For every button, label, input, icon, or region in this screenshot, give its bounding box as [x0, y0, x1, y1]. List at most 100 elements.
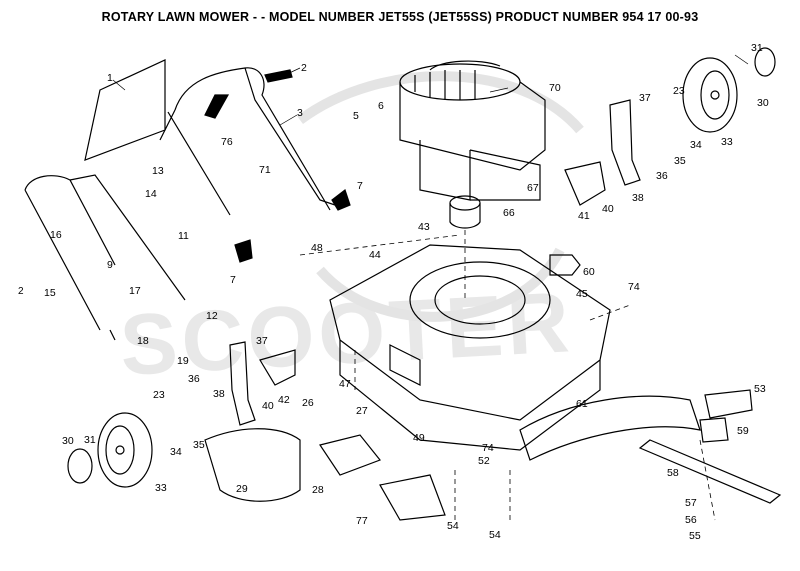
callout-lines: [112, 54, 749, 126]
label-part-37: 37: [639, 92, 651, 104]
label-part-16: 16: [50, 229, 62, 241]
label-part-42: 42: [278, 394, 290, 406]
height-adjuster-part-37-front: [229, 341, 256, 426]
label-part-40-front: 40: [262, 400, 274, 412]
blade-adapter-part-59: [699, 417, 729, 443]
label-part-19: 19: [177, 355, 189, 367]
rear-flap-part-77: [379, 474, 446, 521]
handle-lower-part-15: [24, 174, 186, 341]
knob-part-7b: [234, 239, 253, 263]
label-part-38: 38: [632, 192, 644, 204]
label-part-58: 58: [667, 467, 679, 479]
discharge-chute-part-29: [204, 428, 301, 502]
label-part-28: 28: [312, 484, 324, 496]
label-part-15: 15: [44, 287, 56, 299]
label-part-18: 18: [137, 335, 149, 347]
catcher-panel-part-1: [84, 59, 166, 161]
adjuster-plate-part-42: [259, 349, 296, 386]
label-part-34-front: 34: [170, 446, 182, 458]
label-part-33-front: 33: [155, 482, 167, 494]
label-part-36: 36: [656, 170, 668, 182]
label-part-59: 59: [737, 425, 749, 437]
label-part-35-front: 35: [193, 439, 205, 451]
label-part-23: 23: [673, 85, 685, 97]
diagram-title: ROTARY LAWN MOWER - - MODEL NUMBER JET55…: [101, 10, 699, 24]
label-part-2: 2: [301, 62, 307, 74]
bail-grip-part-2b: [264, 69, 293, 83]
label-part-61: 61: [576, 398, 588, 410]
label-part-33: 33: [721, 136, 733, 148]
hubcap-part-30-front: [67, 448, 93, 484]
label-part-74: 74: [628, 281, 640, 293]
page-marker: 2: [18, 286, 24, 297]
handle-upper-part-3: [159, 67, 336, 216]
bracket-part-53: [704, 389, 753, 419]
leader-lines: [299, 230, 716, 521]
label-part-26: 26: [302, 397, 314, 409]
rear-wheel-part-33: [682, 57, 738, 133]
label-part-55: 55: [689, 530, 701, 542]
bail-grip-part-2: [204, 94, 230, 119]
label-part-13: 13: [152, 165, 164, 177]
label-part-54: 54: [447, 520, 459, 532]
adjuster-plate-part-41: [564, 161, 606, 206]
label-part-9: 9: [107, 259, 113, 271]
label-part-30: 30: [757, 97, 769, 109]
front-wheel-part-33: [97, 412, 153, 488]
label-part-31: 31: [751, 42, 763, 54]
label-part-57: 57: [685, 497, 697, 509]
label-part-66: 66: [503, 207, 515, 219]
engine-part-70: [399, 60, 546, 201]
label-part-23-front: 23: [153, 389, 165, 401]
label-part-31-front: 31: [84, 434, 96, 446]
label-part-35: 35: [674, 155, 686, 167]
label-part-60: 60: [583, 266, 595, 278]
label-part-48: 48: [311, 242, 323, 254]
label-part-67: 67: [527, 182, 539, 194]
hubcap-part-30: [754, 47, 776, 77]
label-part-12: 12: [206, 310, 218, 322]
blade-part-58: [638, 439, 782, 504]
label-part-53: 53: [754, 383, 766, 395]
label-part-27: 27: [356, 405, 368, 417]
label-part-76: 76: [221, 136, 233, 148]
label-part-43: 43: [418, 221, 430, 233]
label-part-14: 14: [145, 188, 157, 200]
label-part-60: [549, 254, 581, 276]
label-part-56: 56: [685, 514, 697, 526]
label-part-77: 77: [356, 515, 368, 527]
cup-part-66: [449, 195, 481, 211]
label-part-70: 70: [549, 82, 561, 94]
knob-part-7: [331, 189, 351, 211]
label-part-54b: 54: [489, 529, 501, 541]
label-part-74b: 74: [482, 442, 494, 454]
label-part-7-lower: 7: [230, 274, 236, 286]
label-part-6: 6: [378, 100, 384, 112]
label-part-45: 45: [576, 288, 588, 300]
label-part-3: 3: [297, 107, 303, 119]
label-part-11: 11: [178, 230, 189, 242]
label-part-47: 47: [339, 378, 351, 390]
label-part-49: 49: [413, 432, 425, 444]
label-part-41: 41: [578, 210, 590, 222]
label-part-29: 29: [236, 483, 248, 495]
label-part-17: 17: [129, 285, 141, 297]
label-part-36-front: 36: [188, 373, 200, 385]
label-part-7: 7: [357, 180, 363, 192]
label-part-71: 71: [259, 164, 271, 176]
baffle-part-61: [519, 395, 701, 461]
deflector-part-28: [319, 434, 381, 476]
label-part-5: 5: [353, 110, 359, 122]
height-adjuster-part-37: [609, 99, 641, 186]
label-part-52: 52: [478, 455, 490, 467]
mower-deck-part-45: [329, 244, 611, 451]
label-part-40: 40: [602, 203, 614, 215]
label-part-30-front: 30: [62, 435, 74, 447]
label-part-34: 34: [690, 139, 702, 151]
label-part-1: 1: [107, 72, 113, 84]
label-part-38-front: 38: [213, 388, 225, 400]
cup-part-66-body: [449, 203, 481, 229]
label-part-37-front: 37: [256, 335, 268, 347]
label-part-44: 44: [369, 249, 381, 261]
